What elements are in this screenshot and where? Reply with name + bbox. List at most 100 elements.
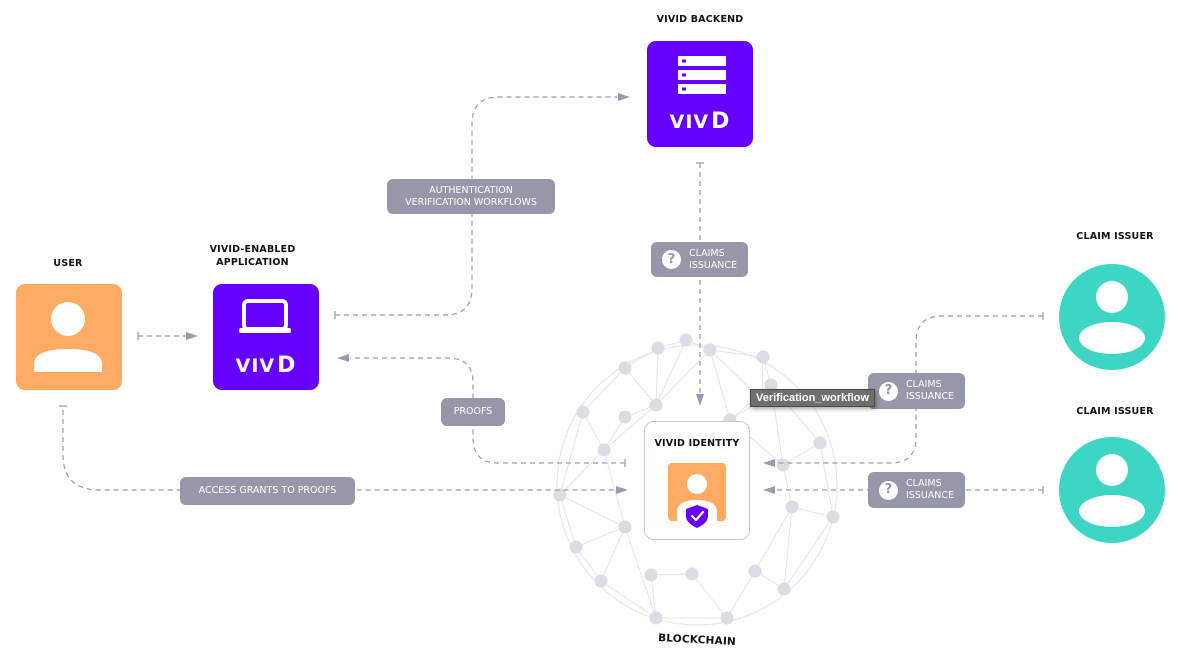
edge-label-line: VERIFICATION WORKFLOWS bbox=[405, 196, 537, 208]
edge-label-line: CLAIMS bbox=[905, 478, 942, 489]
claim-issuer-node-bottom[interactable] bbox=[1059, 437, 1165, 543]
network-link bbox=[575, 526, 626, 548]
network-link bbox=[600, 580, 657, 619]
edge-label-line: ACCESS GRANTS TO PROOFS bbox=[198, 485, 337, 496]
network-node bbox=[764, 378, 778, 392]
arrow-head bbox=[618, 93, 630, 101]
question-icon: ? bbox=[878, 480, 898, 500]
network-link bbox=[791, 506, 834, 518]
network-link bbox=[783, 516, 834, 590]
network-node bbox=[618, 520, 632, 534]
edge-label-line: CLAIMS bbox=[905, 379, 942, 390]
claim-issuer-node-top[interactable] bbox=[1059, 264, 1165, 370]
edge-label-line: CLAIMS bbox=[688, 247, 725, 259]
network-link bbox=[624, 526, 657, 619]
network-node bbox=[569, 540, 583, 554]
network-node bbox=[597, 443, 611, 457]
network-link bbox=[819, 442, 834, 518]
user-circle-icon bbox=[1079, 281, 1145, 354]
network-node bbox=[649, 398, 663, 412]
question-icon: ? bbox=[661, 250, 681, 269]
logo-part: VIV bbox=[669, 111, 710, 133]
network-link bbox=[603, 404, 657, 451]
edge-label-line: PROOFS bbox=[453, 406, 493, 417]
laptop-icon bbox=[239, 299, 291, 333]
network-node bbox=[679, 333, 693, 347]
network-node bbox=[553, 488, 567, 502]
network-link bbox=[624, 367, 657, 406]
network-node bbox=[618, 361, 632, 375]
server-icon bbox=[678, 56, 726, 94]
network-link bbox=[603, 449, 626, 528]
network-link bbox=[559, 494, 626, 528]
network-node bbox=[720, 611, 734, 625]
network-link bbox=[650, 574, 657, 619]
edge-label-proofs: PROOFS bbox=[441, 398, 505, 426]
network-link bbox=[559, 494, 577, 548]
edges-layer bbox=[59, 93, 1044, 494]
network-link bbox=[782, 442, 821, 466]
network-node bbox=[785, 500, 799, 514]
edge-label-claims-backend: ? CLAIMS ISSUANCE bbox=[651, 242, 748, 277]
network-link bbox=[582, 367, 626, 413]
network-node bbox=[594, 574, 608, 588]
network-link bbox=[783, 506, 793, 590]
network-node bbox=[813, 436, 827, 450]
user-node[interactable] bbox=[16, 284, 122, 390]
edge-label-claims-bottom: ? CLAIMS ISSUANCE bbox=[868, 472, 965, 508]
network-link bbox=[754, 506, 793, 572]
network-node bbox=[618, 410, 632, 424]
vivid-application-node[interactable]: VIVD bbox=[213, 284, 319, 390]
edge-label-claims-top: ? CLAIMS ISSUANCE bbox=[868, 373, 965, 409]
hover-tooltip: Verification_workflow bbox=[750, 389, 876, 407]
network-node bbox=[649, 611, 663, 625]
user-title: USER bbox=[53, 258, 83, 269]
logo-part: VIV bbox=[235, 355, 276, 377]
network-node bbox=[576, 405, 590, 419]
network-link bbox=[559, 449, 605, 496]
network-node bbox=[748, 564, 762, 578]
network-link bbox=[709, 349, 731, 421]
edge-label-line: ISSUANCE bbox=[688, 259, 738, 271]
network-link bbox=[603, 416, 626, 451]
network-link bbox=[655, 339, 687, 406]
user-icon bbox=[34, 302, 102, 372]
edge-user-to-identity bbox=[62, 410, 615, 491]
edge-label-line: ISSUANCE bbox=[905, 490, 955, 501]
question-icon: ? bbox=[878, 381, 898, 401]
user-circle-icon bbox=[1079, 454, 1145, 527]
edge-label-line: AUTHENTICATION bbox=[429, 184, 513, 196]
network-link bbox=[650, 573, 693, 576]
edge-label-access-grants: ACCESS GRANTS TO PROOFS bbox=[180, 477, 355, 505]
vivid-identity-node[interactable]: VIVID IDENTITY bbox=[644, 421, 750, 540]
edge-label-line: ISSUANCE bbox=[905, 391, 955, 402]
arrow-head bbox=[337, 354, 349, 362]
arrow-head bbox=[763, 486, 775, 494]
issuer-top-title: CLAIM ISSUER bbox=[1076, 231, 1154, 242]
issuer-bottom-title: CLAIM ISSUER bbox=[1076, 406, 1154, 417]
application-title: VIVID-ENABLED APPLICATION bbox=[190, 243, 315, 269]
network-link bbox=[655, 347, 659, 406]
network-node bbox=[685, 567, 699, 581]
network-link bbox=[582, 411, 605, 451]
logo-part: D bbox=[277, 353, 297, 378]
network-link bbox=[600, 526, 626, 582]
network-link bbox=[655, 349, 711, 406]
arrow-head bbox=[616, 486, 628, 494]
blockchain-network bbox=[553, 333, 840, 626]
edge-label-authentication: AUTHENTICATION VERIFICATION WORKFLOWS bbox=[387, 179, 555, 214]
vivid-logo: VIVD bbox=[213, 353, 319, 378]
arrow-head bbox=[696, 394, 704, 406]
edge-identity-to-app bbox=[350, 357, 625, 464]
backend-title: VIVID BACKEND bbox=[656, 14, 744, 25]
network-node bbox=[776, 458, 790, 472]
network-link bbox=[782, 464, 793, 508]
network-node bbox=[756, 350, 770, 364]
application-title-line1: VIVID-ENABLED bbox=[209, 244, 296, 255]
logo-part: D bbox=[711, 109, 731, 134]
vivid-backend-node[interactable]: VIVD bbox=[647, 41, 753, 147]
network-node bbox=[826, 510, 840, 524]
network-link bbox=[726, 570, 756, 619]
